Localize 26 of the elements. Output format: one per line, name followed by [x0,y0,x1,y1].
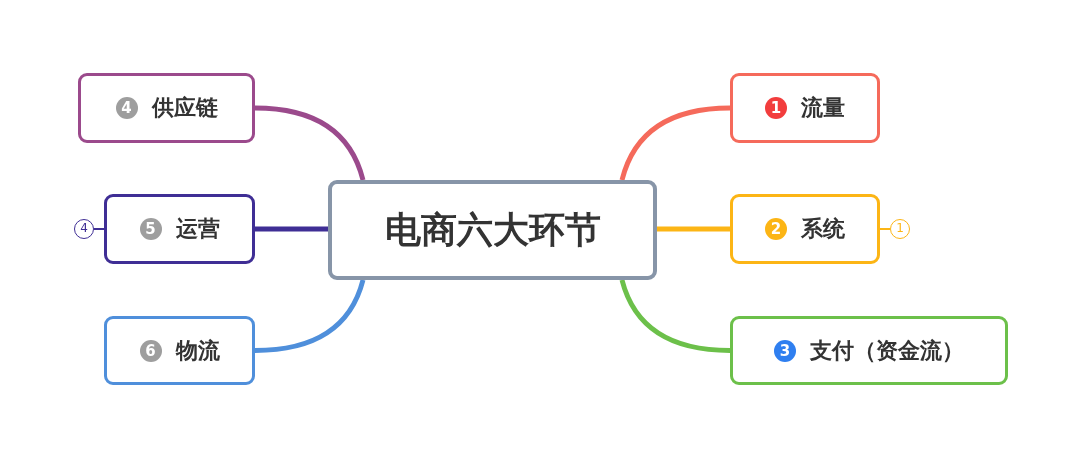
central-topic-box [328,180,657,280]
topic-box [730,316,1008,385]
topic-box [730,194,880,264]
priority-badge: 5 [139,218,162,240]
topic-box [78,73,255,143]
topic-label: 支付（资金流） [810,336,964,365]
branch-line [255,226,328,232]
priority-badge: 6 [139,339,162,362]
branch-line [619,105,731,181]
priority-badge: 3 [774,339,796,362]
priority-badge: 2 [765,218,787,240]
branch-line [619,279,731,353]
topic-box [104,194,255,264]
topic-label: 电商六大环节 [384,207,601,252]
topic-box [730,73,880,143]
topic-label: 运营 [175,215,220,243]
branch-line [254,105,366,181]
topic-label: 流量 [801,94,845,122]
topic-box [104,316,255,385]
topic-label: 物流 [175,336,220,365]
priority-badge: 1 [765,97,787,119]
branch-line [254,279,366,353]
topic-label: 系统 [801,215,845,243]
branch-line [657,226,730,232]
topic-label: 供应链 [151,94,218,122]
priority-badge: 4 [115,97,138,119]
